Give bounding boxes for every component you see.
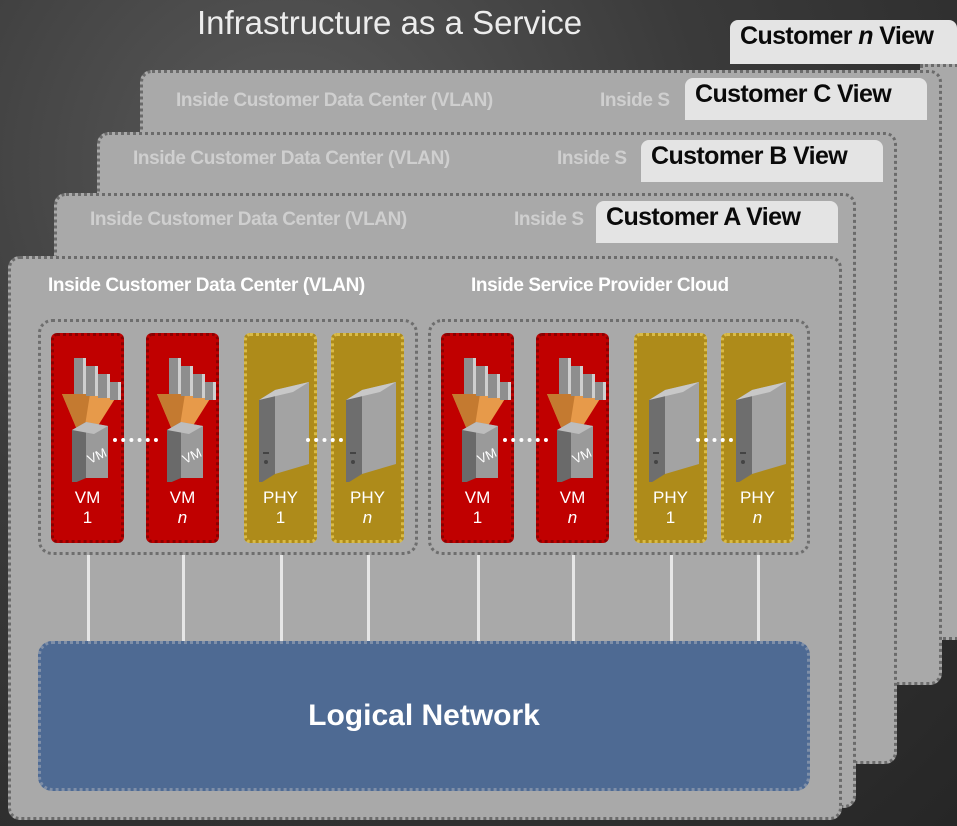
node-type: VM [169,488,196,507]
node-index: n [567,508,578,527]
vm-icon-text: VM [85,445,109,467]
customer-dc-node-group [38,319,418,555]
node-type: PHY [740,488,775,507]
customer-b-sp-label: Inside S [557,148,627,169]
node-type: VM [74,488,101,507]
customer-a-sp-label: Inside S [514,209,584,230]
provider-cloud-node-group [428,319,810,555]
physical-server-icon [259,382,309,482]
virtual-machine-icon: VM [547,358,606,482]
customer-a-view-tab: Customer A View [596,201,838,243]
node-cluster-link [113,438,158,442]
vm-icon-text: VM [475,445,499,467]
network-connection-line [87,555,90,643]
front-dc-label: Inside Customer Data Center (VLAN) [48,275,365,296]
logical-network-label: Logical Network [308,699,540,732]
node-index: n [362,508,373,527]
network-connection-line [280,555,283,643]
node-type: PHY [350,488,385,507]
network-connection-line [182,555,185,643]
node-type: VM [559,488,586,507]
node-cluster-link [503,438,548,442]
physical-server-icon [649,382,699,482]
vm-icon-text: VM [180,445,204,467]
node-index: n [752,508,763,527]
node-index: 1 [472,508,483,527]
node-index: 1 [82,508,93,527]
node-type: PHY [263,488,298,507]
node-cluster-link [696,438,733,442]
customer-n-view-tab: Customer n View [730,20,957,64]
vm-icon-text: VM [570,445,594,467]
node-index: 1 [665,508,676,527]
node-cluster-link [306,438,343,442]
network-connection-line [367,555,370,643]
virtual-machine-icon: VM [62,358,121,482]
physical-server-icon [736,382,786,482]
customer-b-dc-label: Inside Customer Data Center (VLAN) [133,148,450,169]
virtual-machine-icon: VM [452,358,511,482]
network-connection-line [757,555,760,643]
node-type: VM [464,488,491,507]
customer-b-view-tab: Customer B View [641,140,883,182]
logical-network: Logical Network [38,641,810,791]
node-type: PHY [653,488,688,507]
virtual-machine-icon: VM [157,358,216,482]
customer-c-sp-label: Inside S [600,90,670,111]
customer-n-tab-var: n [858,22,873,50]
customer-n-tab-suffix: View [872,22,934,50]
customer-c-dc-label: Inside Customer Data Center (VLAN) [176,90,493,111]
network-connection-line [572,555,575,643]
customer-a-dc-label: Inside Customer Data Center (VLAN) [90,209,407,230]
front-sp-label: Inside Service Provider Cloud [471,275,729,296]
network-connection-line [477,555,480,643]
physical-server-icon [346,382,396,482]
customer-n-tab-prefix: Customer [740,22,859,50]
node-index: n [177,508,188,527]
diagram-title: Infrastructure as a Service [197,4,583,41]
customer-c-view-tab: Customer C View [685,78,927,120]
network-connection-line [670,555,673,643]
node-index: 1 [275,508,286,527]
